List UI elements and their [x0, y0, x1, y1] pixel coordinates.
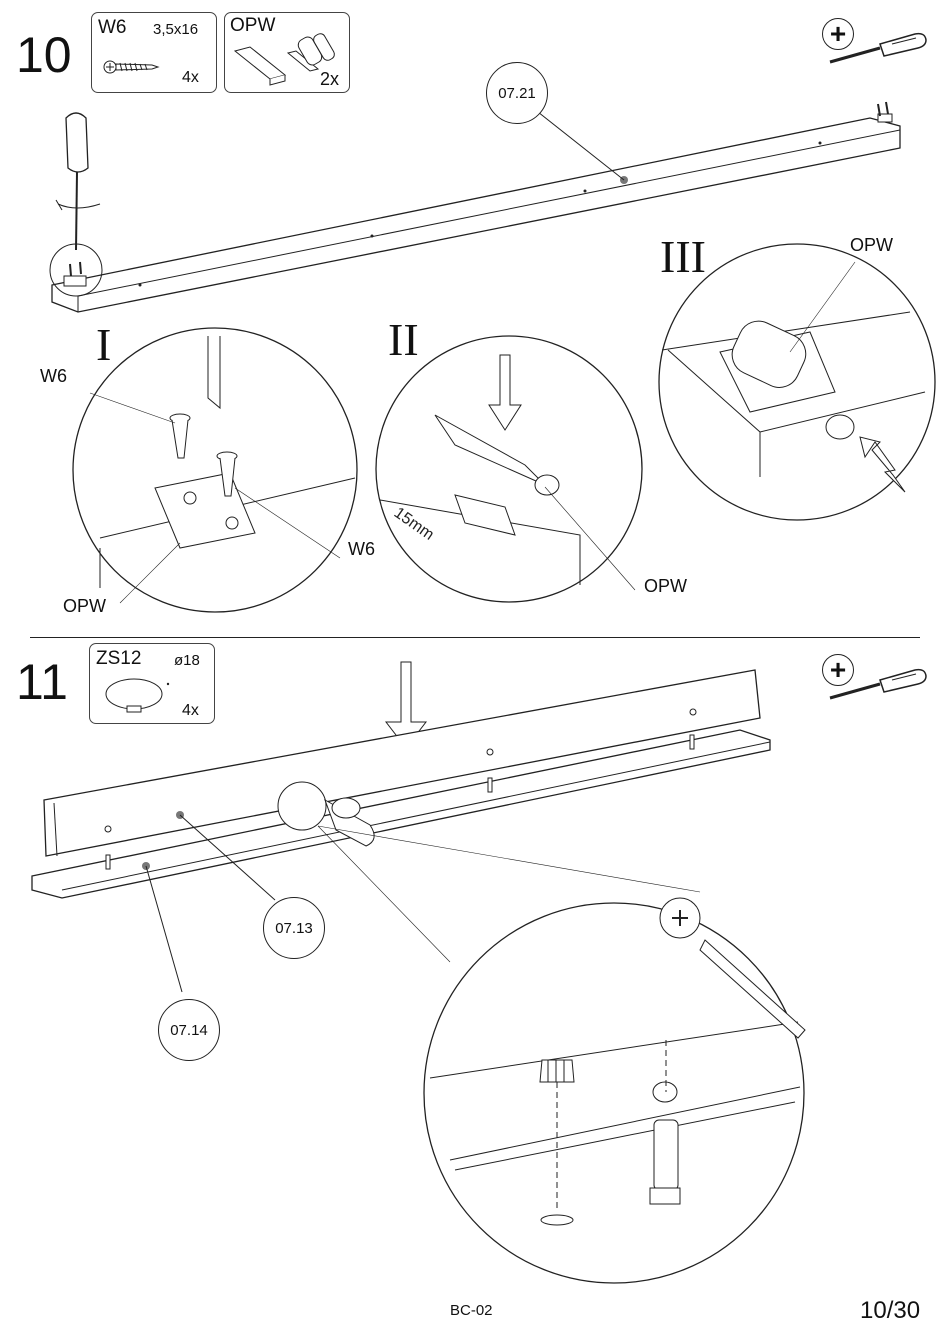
detail-i-drawing [70, 328, 370, 628]
step-divider [30, 637, 920, 638]
label-w6-upper: W6 [40, 366, 67, 387]
document-code: BC-02 [450, 1302, 493, 1319]
panel-ref-07-21: 07.21 [486, 62, 548, 124]
step11-panels-drawing [0, 640, 950, 1340]
panel-ref-07-13: 07.13 [263, 897, 325, 959]
label-opw-detail-ii: OPW [644, 576, 687, 597]
label-opw-detail-iii: OPW [850, 235, 893, 256]
page-number: 10/30 [860, 1297, 920, 1325]
label-w6-lower: W6 [348, 539, 375, 560]
panel-ref-07-14: 07.14 [158, 999, 220, 1061]
detail-ii-drawing: 15mm [375, 335, 645, 605]
detail-iii-drawing [650, 242, 950, 542]
label-opw-detail-i: OPW [63, 596, 106, 617]
